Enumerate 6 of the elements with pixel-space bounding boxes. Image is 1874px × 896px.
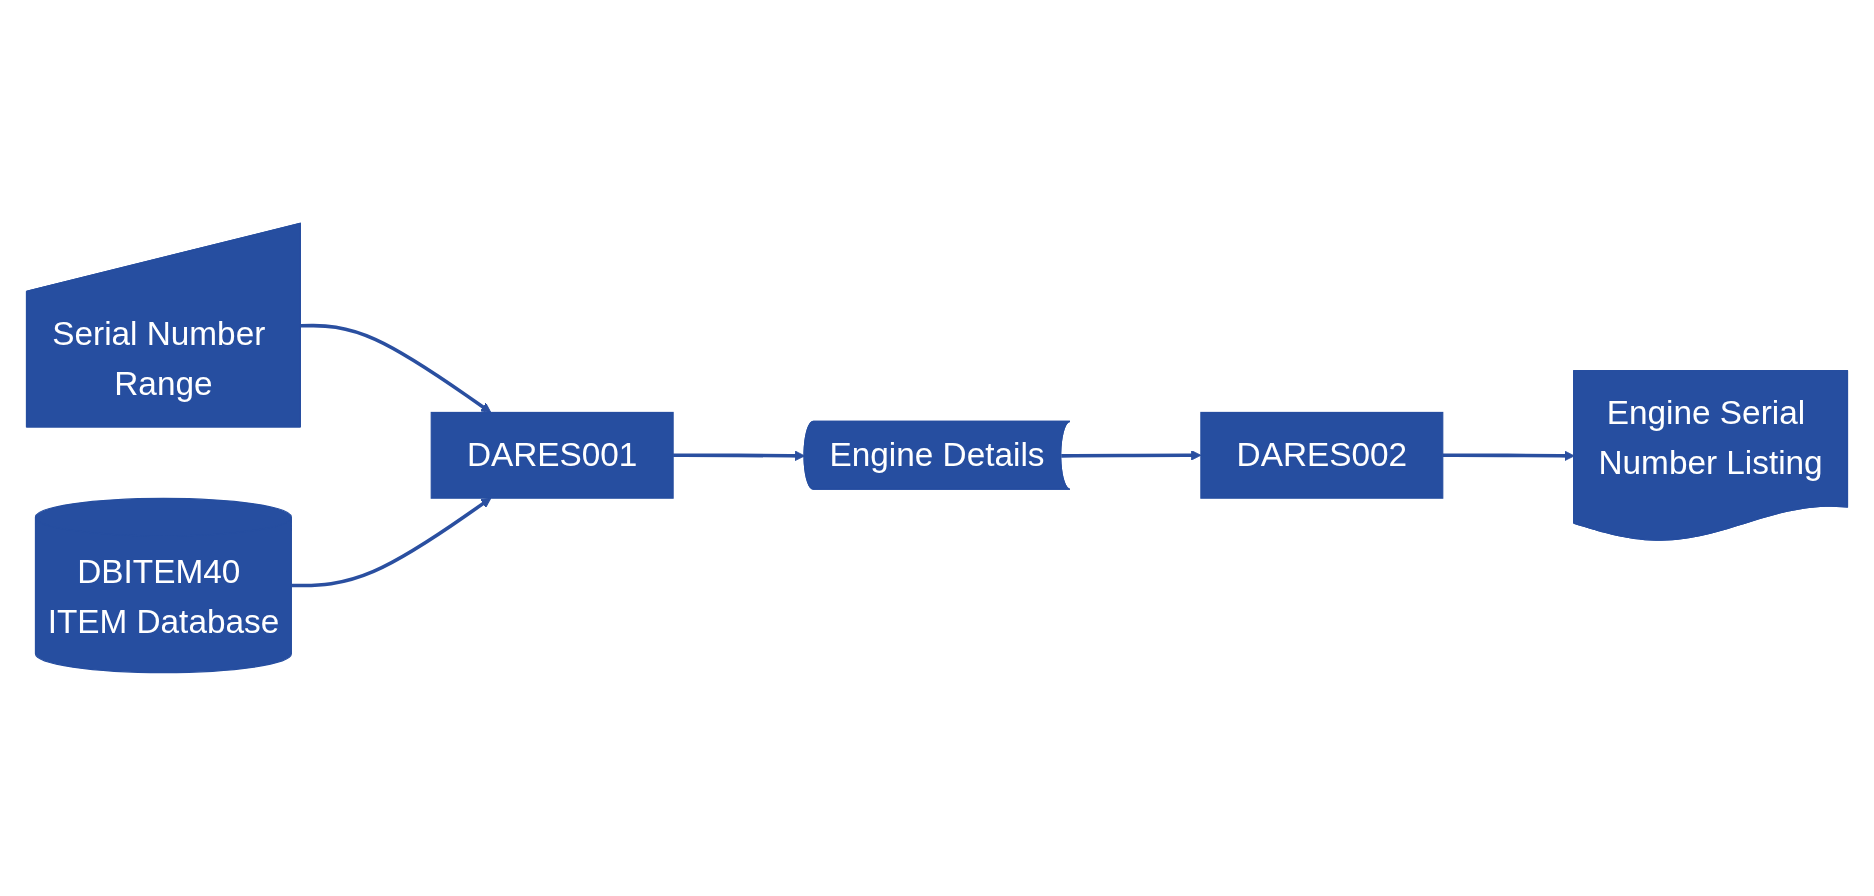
node-box: DARES002 <box>1200 411 1444 499</box>
arrow <box>1442 450 1575 462</box>
arrow <box>300 323 492 413</box>
arrow <box>673 450 806 462</box>
arrow <box>291 497 492 588</box>
node-box: DARES001 <box>430 411 674 499</box>
